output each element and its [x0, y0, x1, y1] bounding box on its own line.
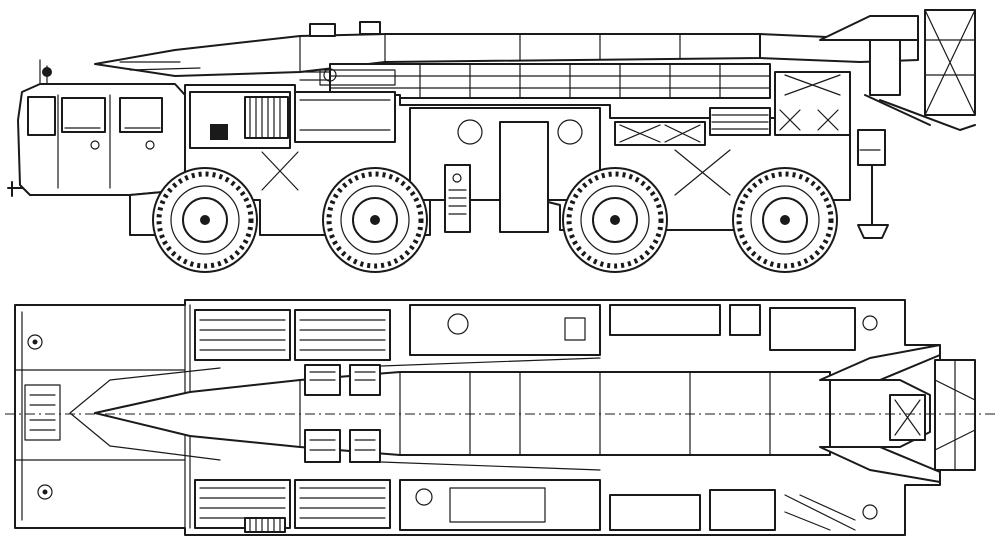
- side-view: [7, 9, 976, 273]
- erector-frame: [864, 9, 976, 131]
- launcher-rail: [299, 63, 771, 99]
- missile-cradles: [304, 357, 601, 471]
- chassis-body: [129, 68, 851, 236]
- wheel-2: [322, 167, 428, 273]
- missile-side: [94, 15, 919, 77]
- wheel-3: [562, 167, 668, 273]
- outrigger-jack: [857, 129, 889, 239]
- cab: [7, 59, 186, 197]
- deck-panels: [194, 304, 878, 533]
- wheel-4: [732, 167, 838, 273]
- wheel-1: [152, 167, 258, 273]
- top-view: [5, 299, 995, 536]
